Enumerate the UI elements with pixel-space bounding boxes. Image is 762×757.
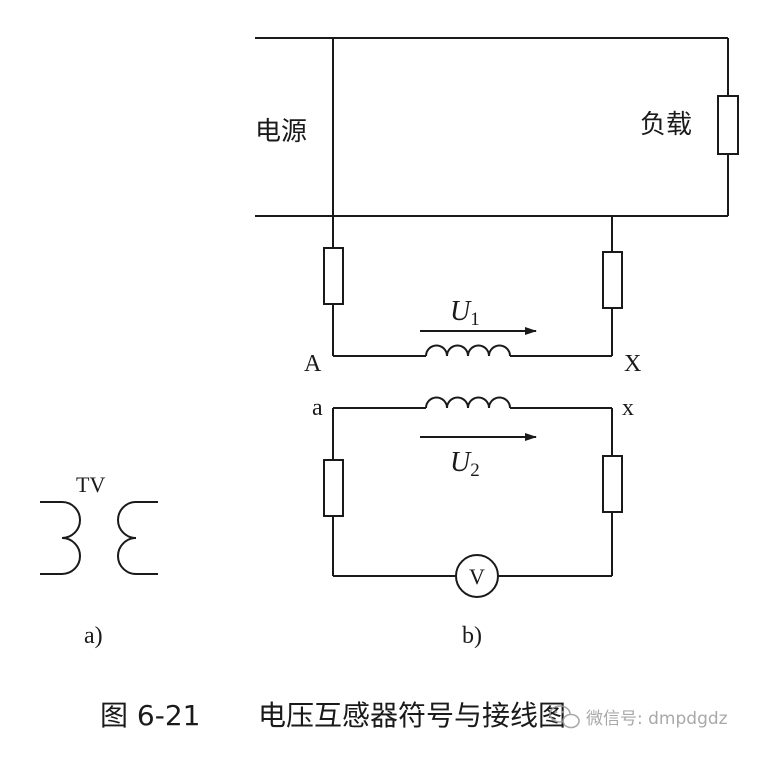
- terminal-A: A: [304, 351, 322, 377]
- primary-circuit: U1 A X: [304, 216, 641, 377]
- figure-number: 图 6-21: [100, 699, 200, 732]
- u1-label: U1: [450, 296, 480, 330]
- main-circuit: 电源 负载: [255, 37, 739, 248]
- tv-symbol: TV: [40, 472, 158, 575]
- primary-winding: [425, 344, 511, 357]
- wechat-icon: [549, 705, 580, 729]
- terminal-x: x: [622, 395, 634, 421]
- voltmeter-label: V: [469, 564, 485, 589]
- terminal-a: a: [312, 395, 323, 421]
- watermark: 微信号: dmpdgdz: [549, 705, 728, 729]
- u2-subscript: 2: [470, 460, 480, 481]
- load-resistor: [717, 95, 739, 155]
- panel-a-label: a): [84, 623, 103, 649]
- source-label: 电源: [255, 117, 307, 147]
- tv-label: TV: [76, 472, 105, 497]
- primary-fuse-right: [602, 251, 623, 309]
- figure-title: 电压互感器符号与接线图: [258, 699, 566, 732]
- secondary-fuse-right: [602, 455, 623, 513]
- watermark-text: 微信号: dmpdgdz: [586, 709, 728, 729]
- u1-subscript: 1: [470, 309, 480, 330]
- load-label: 负载: [640, 110, 692, 140]
- terminal-X: X: [624, 351, 641, 377]
- tv-right-winding: [117, 501, 158, 575]
- u2-label: U2: [450, 447, 480, 481]
- u1-symbol: U: [450, 296, 472, 327]
- secondary-circuit: V U2 a x: [312, 395, 634, 598]
- u2-symbol: U: [450, 447, 472, 478]
- tv-left-winding: [40, 501, 81, 575]
- panel-b-label: b): [462, 623, 482, 649]
- secondary-fuse-left: [323, 459, 344, 517]
- primary-fuse-left: [323, 247, 344, 305]
- secondary-winding: [425, 396, 511, 409]
